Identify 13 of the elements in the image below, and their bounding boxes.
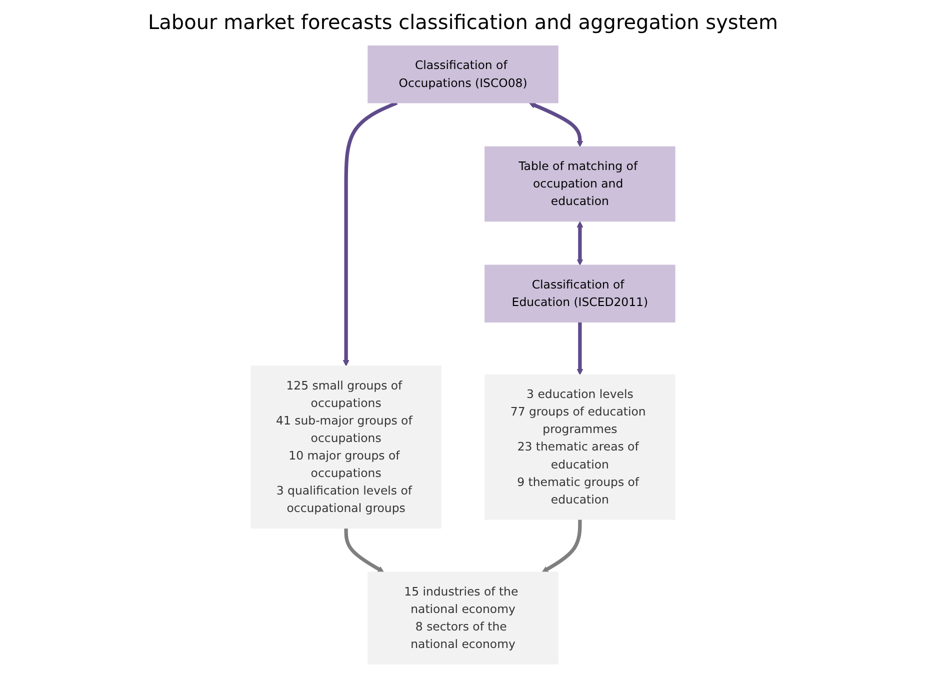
- diagram-title: Labour market forecasts classification and aggregation system: [147, 10, 779, 34]
- node-box: Table of matching of occupation and education: [484, 146, 676, 222]
- arrow: [529, 102, 584, 147]
- arrow: [342, 101, 398, 366]
- arrow: [344, 528, 384, 572]
- node-box: 125 small groups of occupations 41 sub-major groups of occupations 10 major groups of occupations 3 qualification levels of occupational groups: [250, 366, 442, 529]
- node-box: Classification of Occupations (ISCO08): [368, 45, 558, 104]
- arrow: [542, 519, 582, 572]
- arrow: [576, 322, 584, 376]
- node-box: Classification of Education (ISCED2011): [484, 264, 676, 322]
- arrow: [576, 221, 584, 266]
- node-box: 15 industries of the national economy 8 sectors of the national economy: [368, 572, 558, 665]
- node-box: 3 education levels 77 groups of education programmes 23 thematic areas of education 9 thematic groups of education: [484, 374, 676, 520]
